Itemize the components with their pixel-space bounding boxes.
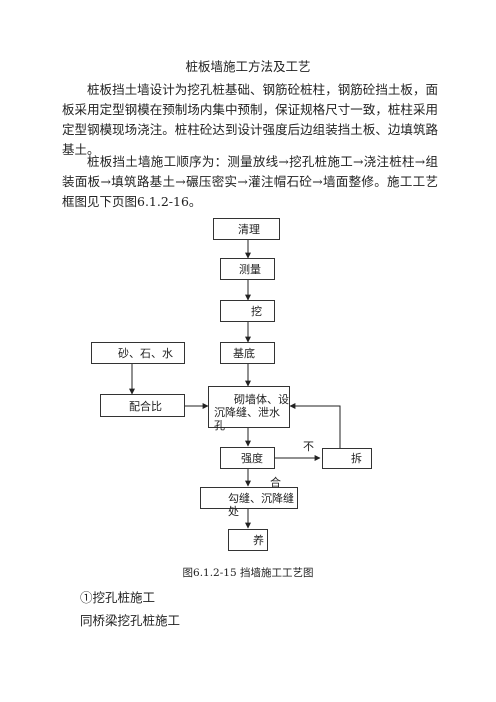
step-clean-box: 清理 — [213, 218, 280, 240]
section-text: 同桥梁挖孔桩施工 — [80, 613, 181, 628]
paragraph-design: 桩板挡土墙设计为挖孔桩基础、钢筋砼桩柱，钢筋砼挡土板，面板采用定型钢模在预制场内… — [62, 82, 438, 157]
paragraph-sequence: 桩板挡土墙施工顺序为：测量放线→挖孔桩施工→浇注桩柱→组装面板→填筑路基土→碾压… — [62, 154, 438, 209]
label-pass: 合 — [270, 476, 281, 489]
arrow-demolish-back-to-build — [289, 403, 341, 448]
step-base-box: 基底 — [220, 342, 275, 364]
step-joint-box: 勾缝、沉降缝处 — [200, 487, 298, 518]
step-demolish-label: 拆 — [351, 452, 362, 465]
step-strength-label: 强度 — [241, 452, 263, 465]
step-survey-box: 测量 — [220, 258, 275, 280]
step-clean-label: 清理 — [238, 223, 260, 236]
step-strength-box: 强度 — [220, 447, 275, 469]
step-mix-box: 配合比 — [100, 394, 185, 417]
figure-caption: 图6.1.2-15 挡墙施工工艺图 — [182, 567, 314, 579]
step-dig-box: 挖 — [220, 300, 275, 322]
page-title: 桩板墙施工方法及工艺 — [185, 59, 311, 74]
step-demolish-box: 拆 — [322, 448, 372, 469]
step-build-label-line1: 砌墙体、设 — [234, 393, 289, 406]
step-base-label: 基底 — [233, 347, 255, 360]
step-materials-box: 砂、石、水 — [91, 342, 185, 364]
step-build-box: 砌墙体、设 沉降缝、泄水孔 — [208, 386, 290, 432]
step-cure-box: 养 — [228, 529, 268, 551]
section-heading: ①挖孔桩施工 — [80, 590, 156, 605]
step-joint-label: 勾缝、沉降缝处 — [228, 492, 294, 518]
step-build-label-line2: 沉降缝、泄水孔 — [214, 406, 280, 432]
step-dig-label: 挖 — [251, 305, 262, 318]
step-survey-label: 测量 — [239, 263, 261, 276]
step-mix-label: 配合比 — [129, 400, 162, 413]
step-materials-label: 砂、石、水 — [118, 347, 173, 360]
step-cure-label: 养 — [253, 534, 264, 547]
label-fail: 不 — [303, 440, 314, 453]
